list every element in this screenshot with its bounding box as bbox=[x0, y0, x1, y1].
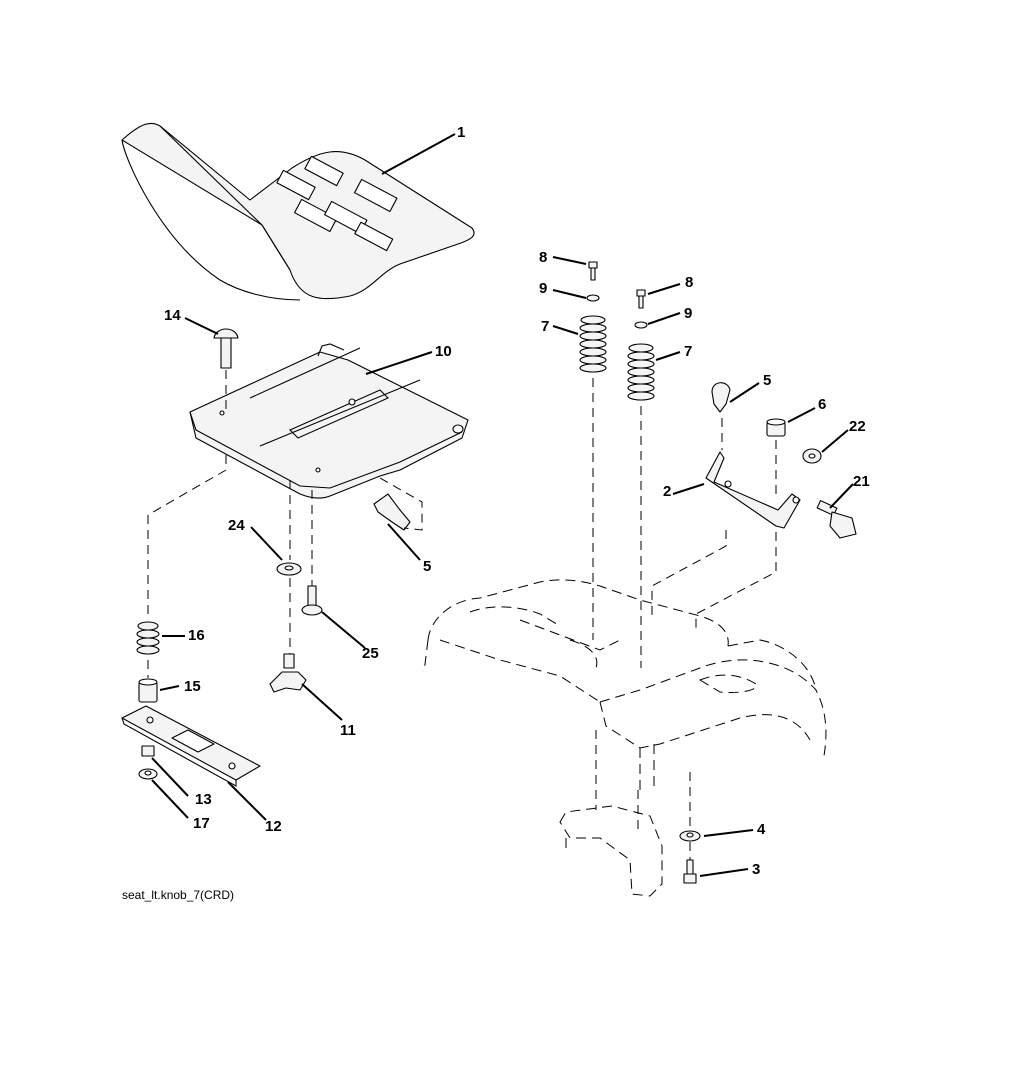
callout-shoulder-bolt: 21 bbox=[853, 473, 870, 490]
tractor-frame bbox=[423, 579, 827, 897]
callout-seat: 1 bbox=[457, 124, 465, 141]
slide-plate bbox=[121, 705, 261, 787]
bolt-right bbox=[636, 289, 646, 309]
seat bbox=[121, 122, 475, 301]
callout-washer-left: 9 bbox=[539, 280, 547, 297]
assembly-line bbox=[651, 530, 727, 616]
callout-bolt-left: 8 bbox=[539, 249, 547, 266]
callout-screw-25: 25 bbox=[362, 645, 379, 662]
spring-16 bbox=[136, 621, 160, 655]
carriage-bolt bbox=[213, 328, 239, 412]
clip-pan bbox=[373, 477, 423, 531]
washer-24 bbox=[276, 562, 302, 576]
callout-seat-pan: 10 bbox=[435, 343, 452, 360]
callout-spring-16: 16 bbox=[188, 627, 205, 644]
washer-left bbox=[586, 294, 600, 302]
callout-bolt-right: 8 bbox=[685, 274, 693, 291]
callout-washer-frame: 4 bbox=[757, 821, 766, 838]
callout-bracket-right: 2 bbox=[663, 483, 671, 500]
seat-pan bbox=[189, 343, 469, 499]
callout-spring-left: 7 bbox=[541, 318, 549, 335]
callout-carriage-bolt: 14 bbox=[164, 307, 181, 324]
nut-22 bbox=[802, 448, 822, 464]
callout-washer-17: 17 bbox=[193, 815, 210, 832]
callout-clip-pan: 5 bbox=[423, 558, 431, 575]
callout-nut-22: 22 bbox=[849, 418, 866, 435]
spring-left bbox=[579, 315, 607, 373]
assembly-line bbox=[147, 455, 227, 620]
spacer-15 bbox=[138, 678, 158, 703]
bracket-right bbox=[705, 451, 801, 529]
callout-spacer-right: 6 bbox=[818, 396, 826, 413]
diagram-caption: seat_lt.knob_7(CRD) bbox=[122, 888, 234, 902]
callout-knob: 11 bbox=[340, 722, 356, 739]
leader-lines bbox=[151, 133, 854, 877]
screw-25 bbox=[301, 585, 323, 616]
spacer-right bbox=[766, 418, 786, 437]
callout-nut-13: 13 bbox=[195, 791, 212, 808]
washer-frame bbox=[679, 830, 701, 842]
callout-clip-right: 5 bbox=[763, 372, 771, 389]
knob bbox=[269, 653, 307, 693]
clip-right bbox=[711, 382, 731, 413]
shoulder-bolt bbox=[816, 500, 857, 539]
washer-right bbox=[634, 321, 648, 329]
callout-bolt-frame: 3 bbox=[752, 861, 760, 878]
callout-spring-right: 7 bbox=[684, 343, 692, 360]
bolt-left bbox=[588, 261, 598, 281]
callout-washer-right: 9 bbox=[684, 305, 692, 322]
washer-17 bbox=[138, 768, 158, 780]
callout-washer-24: 24 bbox=[228, 517, 245, 534]
callout-slide-plate: 12 bbox=[265, 818, 282, 835]
callout-spacer-15: 15 bbox=[184, 678, 201, 695]
bolt-frame bbox=[683, 859, 697, 884]
nut-13 bbox=[141, 745, 155, 757]
assembly-line bbox=[695, 532, 777, 632]
spring-right bbox=[627, 343, 655, 401]
